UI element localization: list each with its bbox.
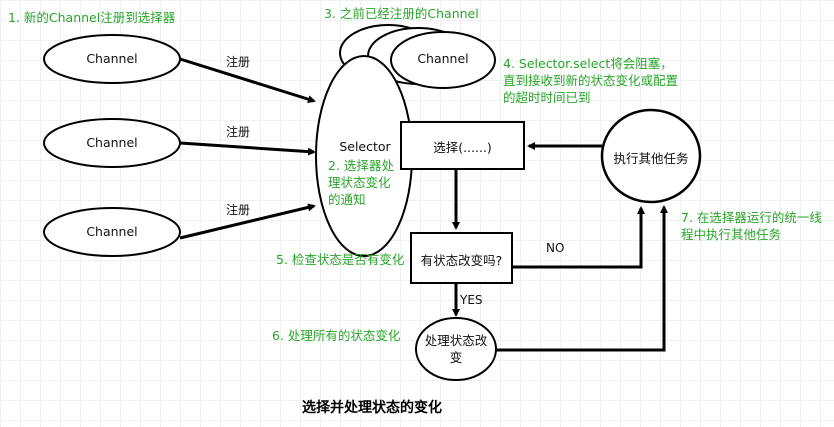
select-box-label: 选择(......) (433, 140, 492, 155)
note-select-blocks: 4. Selector.select将会阻塞，直到接收到新的状态变化或配置的超时… (503, 56, 679, 105)
note-check-state: 5. 检查状态是否有变化 (276, 252, 405, 267)
process-to-tasks-arrow (496, 205, 668, 352)
registered-channel-label: Channel (417, 51, 469, 66)
register-arrow-1 (179, 57, 316, 104)
note-new-channel: 1. 新的Channel注册到选择器 (8, 10, 176, 25)
register-arrow-2 (179, 141, 316, 156)
decision-label: 有状态改变吗? (420, 253, 503, 268)
registered-channel-front (390, 31, 496, 89)
channel-label-3: Channel (86, 224, 138, 239)
register-label-3: 注册 (226, 203, 251, 217)
selector-label: Selector (339, 139, 391, 154)
other-tasks-label: 执行其他任务 (613, 151, 689, 166)
process-label: 处理状态改变 (424, 333, 488, 365)
other-tasks-node (600, 108, 702, 204)
diagram-title: 选择并处理状态的变化 (302, 400, 442, 416)
note-process-all: 6. 处理所有的状态变化 (272, 328, 401, 343)
register-label-2: 注册 (226, 125, 251, 139)
channel-label-2: Channel (86, 135, 138, 150)
decision-box (410, 232, 513, 284)
channel-node-3 (43, 207, 181, 257)
note-same-thread: 7. 在选择器运行的统一线程中执行其他任务 (681, 210, 822, 242)
note-registered-channel: 3. 之前已经注册的Channel (324, 6, 479, 21)
no-label: NO (546, 241, 565, 255)
channel-label-1: Channel (86, 51, 138, 66)
register-label-1: 注册 (226, 55, 251, 69)
yes-label: YES (460, 293, 483, 307)
no-arrow (512, 206, 645, 269)
register-arrow-3 (179, 203, 316, 240)
note-selector-notify: 2. 选择器处理状态变化的通知 (328, 158, 394, 207)
select-box (400, 121, 525, 170)
selector-node (315, 55, 413, 257)
